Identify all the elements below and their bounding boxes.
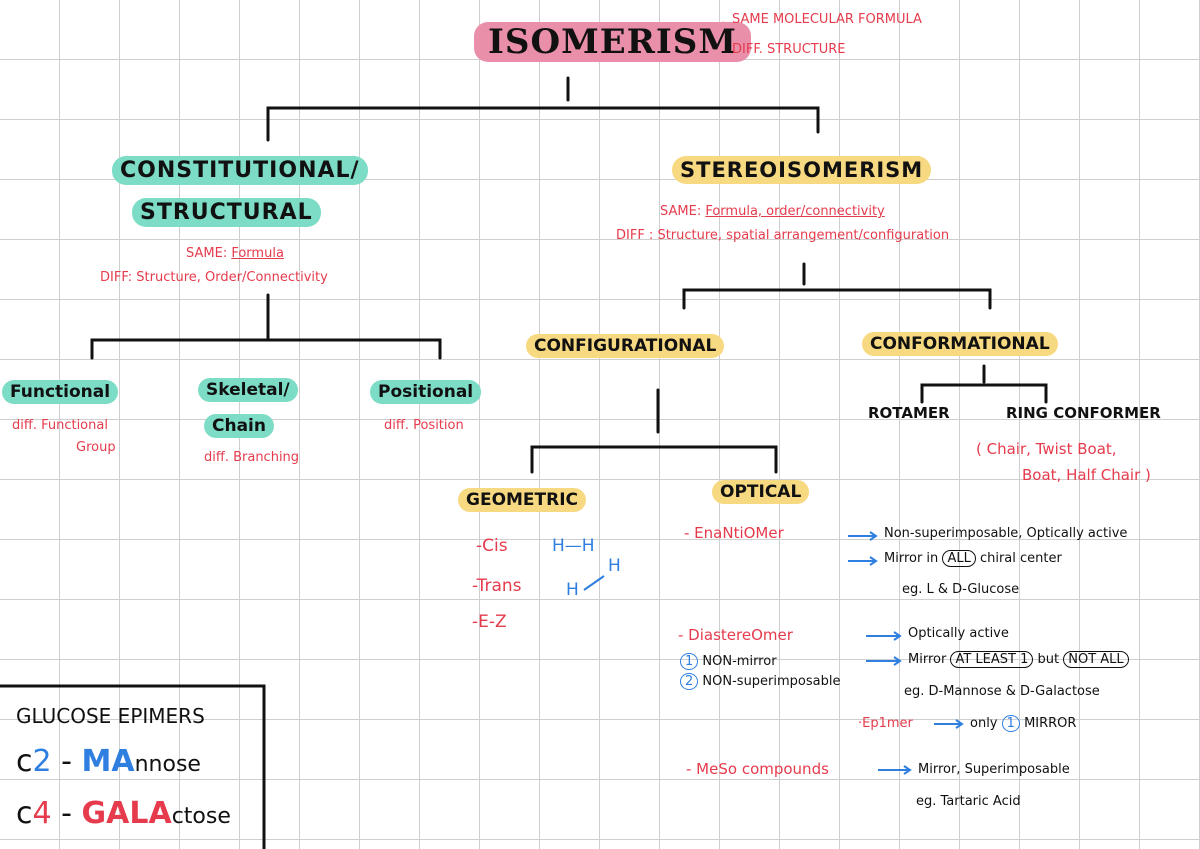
same-label: SAME: xyxy=(186,246,228,261)
epimers-row-c4: c4 - GALActose xyxy=(16,796,231,831)
geometric-ez: -E-Z xyxy=(472,612,507,632)
carbon-number: 2 xyxy=(32,744,52,779)
diastereomer-n2: 2 NON-superimposable xyxy=(680,673,841,690)
skeletal-title: Skeletal/ xyxy=(198,378,298,402)
diastereomer-label: - DiastereOmer xyxy=(678,626,793,644)
meso-text: Mirror, Superimposable xyxy=(918,762,1070,777)
galactose-rest: ctose xyxy=(171,804,231,829)
functional-desc-2: Group xyxy=(76,440,116,455)
ring-list-2: Boat, Half Chair ) xyxy=(1022,466,1151,484)
positional-desc: diff. Position xyxy=(384,418,464,433)
ring-list-1: ( Chair, Twist Boat, xyxy=(976,440,1117,458)
enantiomer-label: - EnaNtiOMer xyxy=(684,524,784,542)
chain-title: Chain xyxy=(204,414,274,438)
geometric-cis: -Cis xyxy=(476,536,508,556)
carbon-label: c xyxy=(16,796,33,831)
same-value: Formula xyxy=(231,246,284,261)
meso-label: - MeSo compounds xyxy=(686,760,829,778)
configurational-title: CONFIGURATIONAL xyxy=(526,334,725,358)
num-2: 2 xyxy=(680,673,699,690)
mannose-rest: nnose xyxy=(134,752,201,777)
carbon-number: 4 xyxy=(32,796,52,831)
positional-title: Positional xyxy=(370,380,482,404)
mirror-in: Mirror in xyxy=(884,551,939,566)
dash: - xyxy=(61,744,72,779)
skeletal-desc: diff. Branching xyxy=(204,450,300,465)
but: but xyxy=(1037,652,1060,667)
stereo-title: STEREOISOMERISM xyxy=(672,156,932,184)
epimer-num: 1 xyxy=(1001,715,1020,732)
enantiomer-a: Non-superimposable, Optically active xyxy=(884,526,1128,541)
diastereomer-b: Mirror AT LEAST 1 but NOT ALL xyxy=(908,651,1129,668)
enantiomer-eg: eg. L & D-Glucose xyxy=(902,582,1020,597)
epimer-text: only 1 MIRROR xyxy=(970,715,1077,732)
geometric-trans: -Trans xyxy=(472,576,522,596)
mirror: MIRROR xyxy=(1024,716,1077,731)
dash: - xyxy=(61,796,72,831)
only: only xyxy=(970,716,998,731)
epimer-label: ·Ep1mer xyxy=(858,716,913,731)
mannose-highlight: MA xyxy=(81,744,135,779)
mirror: Mirror xyxy=(908,652,947,667)
constitutional-same: SAME: Formula xyxy=(186,246,284,261)
galactose-highlight: GALA xyxy=(81,796,172,831)
all-circled: ALL xyxy=(942,550,976,567)
same-label: SAME: xyxy=(660,204,702,219)
structural-title: STRUCTURAL xyxy=(132,198,321,227)
functional-title: Functional xyxy=(2,380,119,404)
ring-conformer-label: RING CONFORMER xyxy=(1006,404,1161,422)
chiral-center: chiral center xyxy=(979,551,1062,566)
title-def-2: DIFF. STRUCTURE xyxy=(732,42,846,57)
epimers-box-title: GLUCOSE EPIMERS xyxy=(16,704,205,728)
optical-title: OPTICAL xyxy=(712,480,810,504)
stereo-same: SAME: Formula, order/connectivity xyxy=(660,204,885,219)
rotamer-label: ROTAMER xyxy=(868,404,950,422)
trans-formula: H xyxy=(566,580,579,600)
conformational-title: CONFORMATIONAL xyxy=(862,332,1058,356)
diastereomer-n1: 1 NON-mirror xyxy=(680,653,777,670)
meso-eg: eg. Tartaric Acid xyxy=(916,794,1021,809)
not-all-circled: NOT ALL xyxy=(1063,651,1129,668)
title-def-1: SAME MOLECULAR FORMULA xyxy=(732,12,922,27)
geometric-title: GEOMETRIC xyxy=(458,488,587,512)
functional-desc-1: diff. Functional xyxy=(12,418,108,433)
non-superimposable: NON-superimposable xyxy=(702,674,841,689)
enantiomer-b: Mirror in ALL chiral center xyxy=(884,550,1062,567)
constitutional-title: CONSTITUTIONAL/ xyxy=(112,156,368,185)
trans-formula-top: H xyxy=(608,556,621,576)
diastereomer-eg: eg. D-Mannose & D-Galactose xyxy=(904,684,1100,699)
constitutional-diff: DIFF: Structure, Order/Connectivity xyxy=(100,270,328,285)
same-value: Formula, order/connectivity xyxy=(705,204,885,219)
epimers-row-c2: c2 - MAnnose xyxy=(16,744,201,779)
stereo-diff: DIFF : Structure, spatial arrangement/co… xyxy=(616,228,950,243)
non-mirror: NON-mirror xyxy=(702,654,777,669)
cis-formula: H—H xyxy=(552,536,595,556)
num-1: 1 xyxy=(680,653,699,670)
title-isomerism: ISOMERISM xyxy=(474,22,751,62)
carbon-label: c xyxy=(16,744,33,779)
diastereomer-a: Optically active xyxy=(908,626,1009,641)
at-least-1-circled: AT LEAST 1 xyxy=(950,651,1034,668)
